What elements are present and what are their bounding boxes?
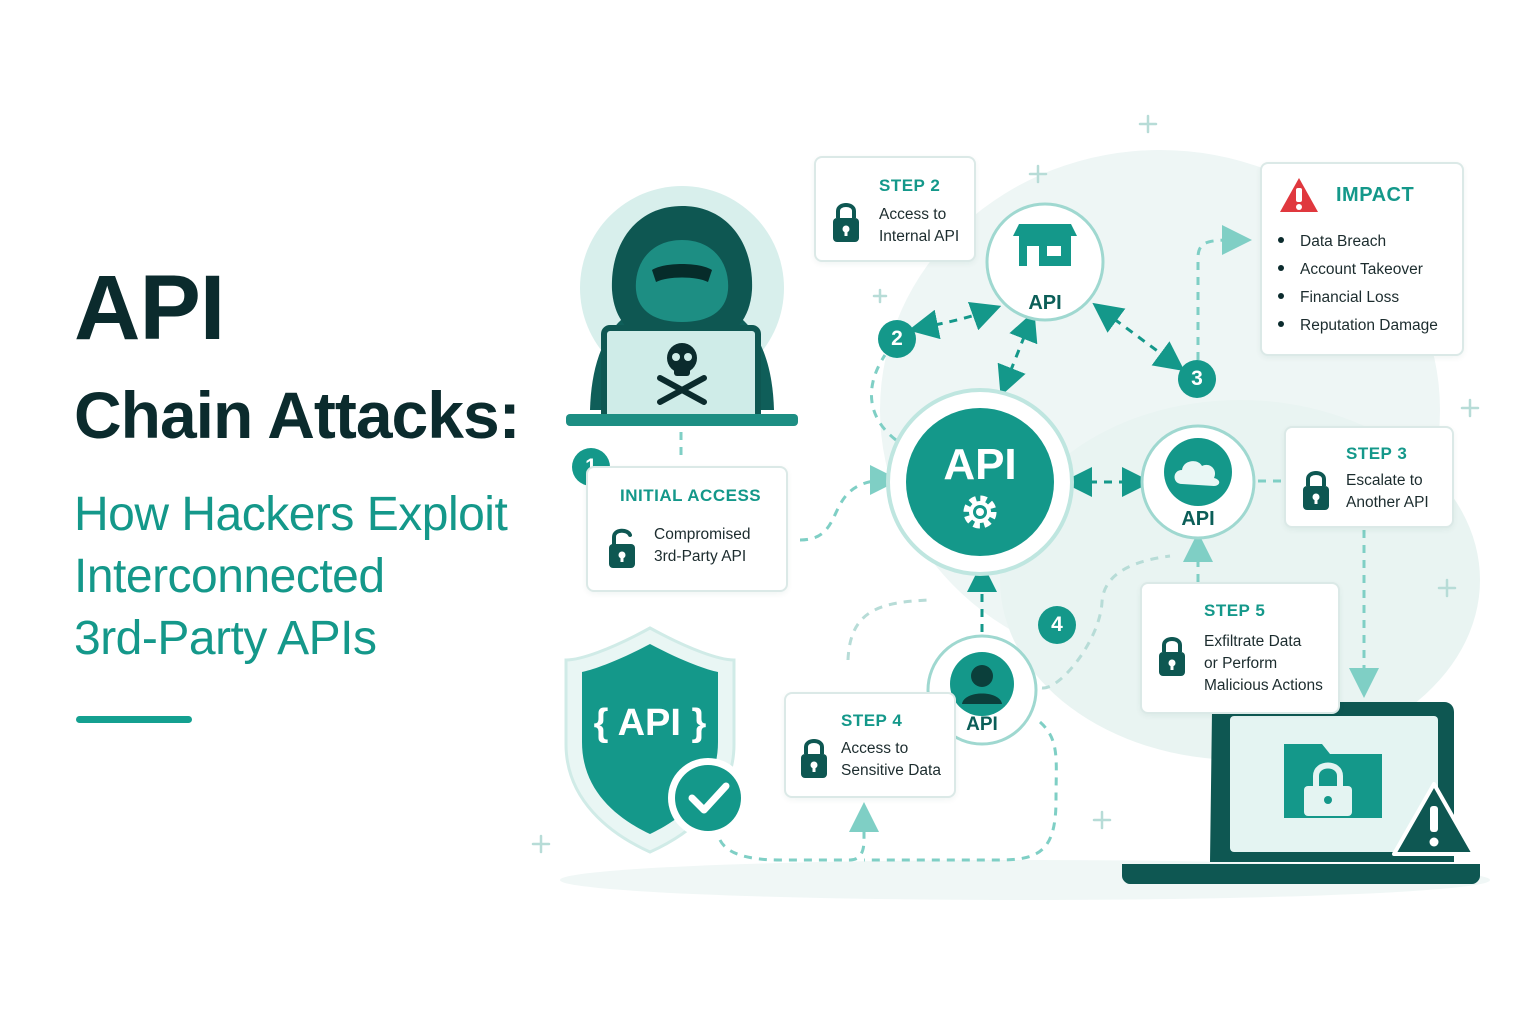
- connectors: [679, 225, 1379, 862]
- unlock-icon: [609, 528, 635, 568]
- laptop-icon: [1122, 702, 1480, 884]
- connector-step2-to-store: [908, 302, 1002, 340]
- connector-user-to-bottom: [864, 720, 1058, 862]
- connector-cloud-to-impact: [1196, 225, 1252, 360]
- connector-store-to-central: [997, 310, 1038, 397]
- step4-text: Access to Sensitive Data: [841, 738, 941, 782]
- subtitle-line: Interconnected: [74, 550, 385, 603]
- skull-crossbones-icon: [657, 343, 707, 405]
- central-api-node: [886, 388, 1074, 576]
- title-line-2: Chain Attacks:: [74, 378, 521, 452]
- folder-lock-icon: [1284, 744, 1382, 818]
- lock-icon: [1303, 471, 1329, 510]
- step5-text: Exfiltrate Data or Perform Malicious Act…: [1204, 631, 1323, 697]
- card-line: Malicious Actions: [1204, 677, 1323, 694]
- lock-icon: [801, 739, 827, 778]
- connector-bottom-loop: [718, 802, 879, 862]
- store-api-label: API: [1028, 292, 1062, 314]
- step3-text: Escalate to Another API: [1346, 470, 1429, 514]
- cloud-api-node: [1140, 424, 1256, 540]
- impact-item: Account Takeover: [1278, 259, 1438, 287]
- card-line: Sensitive Data: [841, 762, 941, 779]
- impact-item: Financial Loss: [1278, 287, 1438, 315]
- impact-item: Reputation Damage: [1278, 315, 1438, 343]
- subtitle-line: How Hackers Exploit: [74, 488, 508, 541]
- store-icon: [1013, 224, 1077, 236]
- initial-access-text: Compromised 3rd-Party API: [654, 524, 750, 568]
- hacker-icon: [566, 186, 798, 426]
- warning-icon: [1280, 178, 1318, 212]
- shield-api-label: { API }: [593, 702, 707, 744]
- step2-heading: STEP 2: [879, 176, 941, 195]
- cloud-icon: [1174, 461, 1220, 486]
- step-badge-4: 4: [1038, 606, 1076, 644]
- impact-list: Data Breach Account Takeover Financial L…: [1278, 231, 1438, 343]
- step4-heading: STEP 4: [841, 711, 903, 730]
- subtitle: How Hackers Exploit Interconnected 3rd-P…: [74, 484, 508, 670]
- step2-text: Access to Internal API: [879, 204, 959, 248]
- title-line-1: API: [74, 257, 225, 359]
- card-line: Access to: [879, 206, 947, 223]
- central-api-label: API: [943, 440, 1017, 489]
- step-badge-3: 3: [1178, 360, 1216, 398]
- user-api-label: API: [966, 714, 998, 735]
- card-line: Exfiltrate Data: [1204, 633, 1302, 650]
- title-underline: [76, 716, 192, 723]
- step2-card: [814, 156, 976, 262]
- cloud-api-label: API: [1181, 508, 1215, 530]
- warning-icon: [1392, 782, 1476, 856]
- step4-card: [784, 692, 956, 798]
- lock-icon: [1159, 637, 1185, 676]
- card-line: 3rd-Party API: [654, 548, 747, 565]
- connector-initial-to-central: [799, 465, 900, 542]
- connector-step4-loop: [846, 598, 931, 661]
- step3-heading: STEP 3: [1346, 444, 1408, 463]
- store-api-node: [985, 202, 1105, 322]
- impact-heading: IMPACT: [1336, 184, 1415, 206]
- step3-card: [1284, 426, 1454, 528]
- subtitle-line: 3rd-Party APIs: [74, 612, 377, 665]
- card-line: Internal API: [879, 228, 960, 245]
- step5-card: [1140, 582, 1340, 714]
- card-line: Another API: [1346, 494, 1429, 511]
- connector-cloud-loop: [1041, 554, 1171, 690]
- card-line: Escalate to: [1346, 472, 1423, 489]
- gear-icon: [963, 495, 997, 529]
- sparkle-decorations: [531, 114, 1480, 854]
- connector-store-to-step3: [1092, 302, 1185, 372]
- impact-item: Data Breach: [1278, 231, 1438, 259]
- user-icon: [971, 665, 993, 687]
- shield-check-icon: [564, 626, 748, 854]
- initial-access-heading: INITIAL ACCESS: [620, 486, 762, 505]
- connector-central-to-step2: [870, 354, 897, 442]
- step-badge-2: 2: [878, 320, 916, 358]
- card-line: or Perform: [1204, 655, 1278, 672]
- card-line: Access to: [841, 740, 909, 757]
- card-line: Compromised: [654, 526, 751, 543]
- lock-icon: [833, 203, 859, 242]
- step5-heading: STEP 5: [1204, 601, 1266, 620]
